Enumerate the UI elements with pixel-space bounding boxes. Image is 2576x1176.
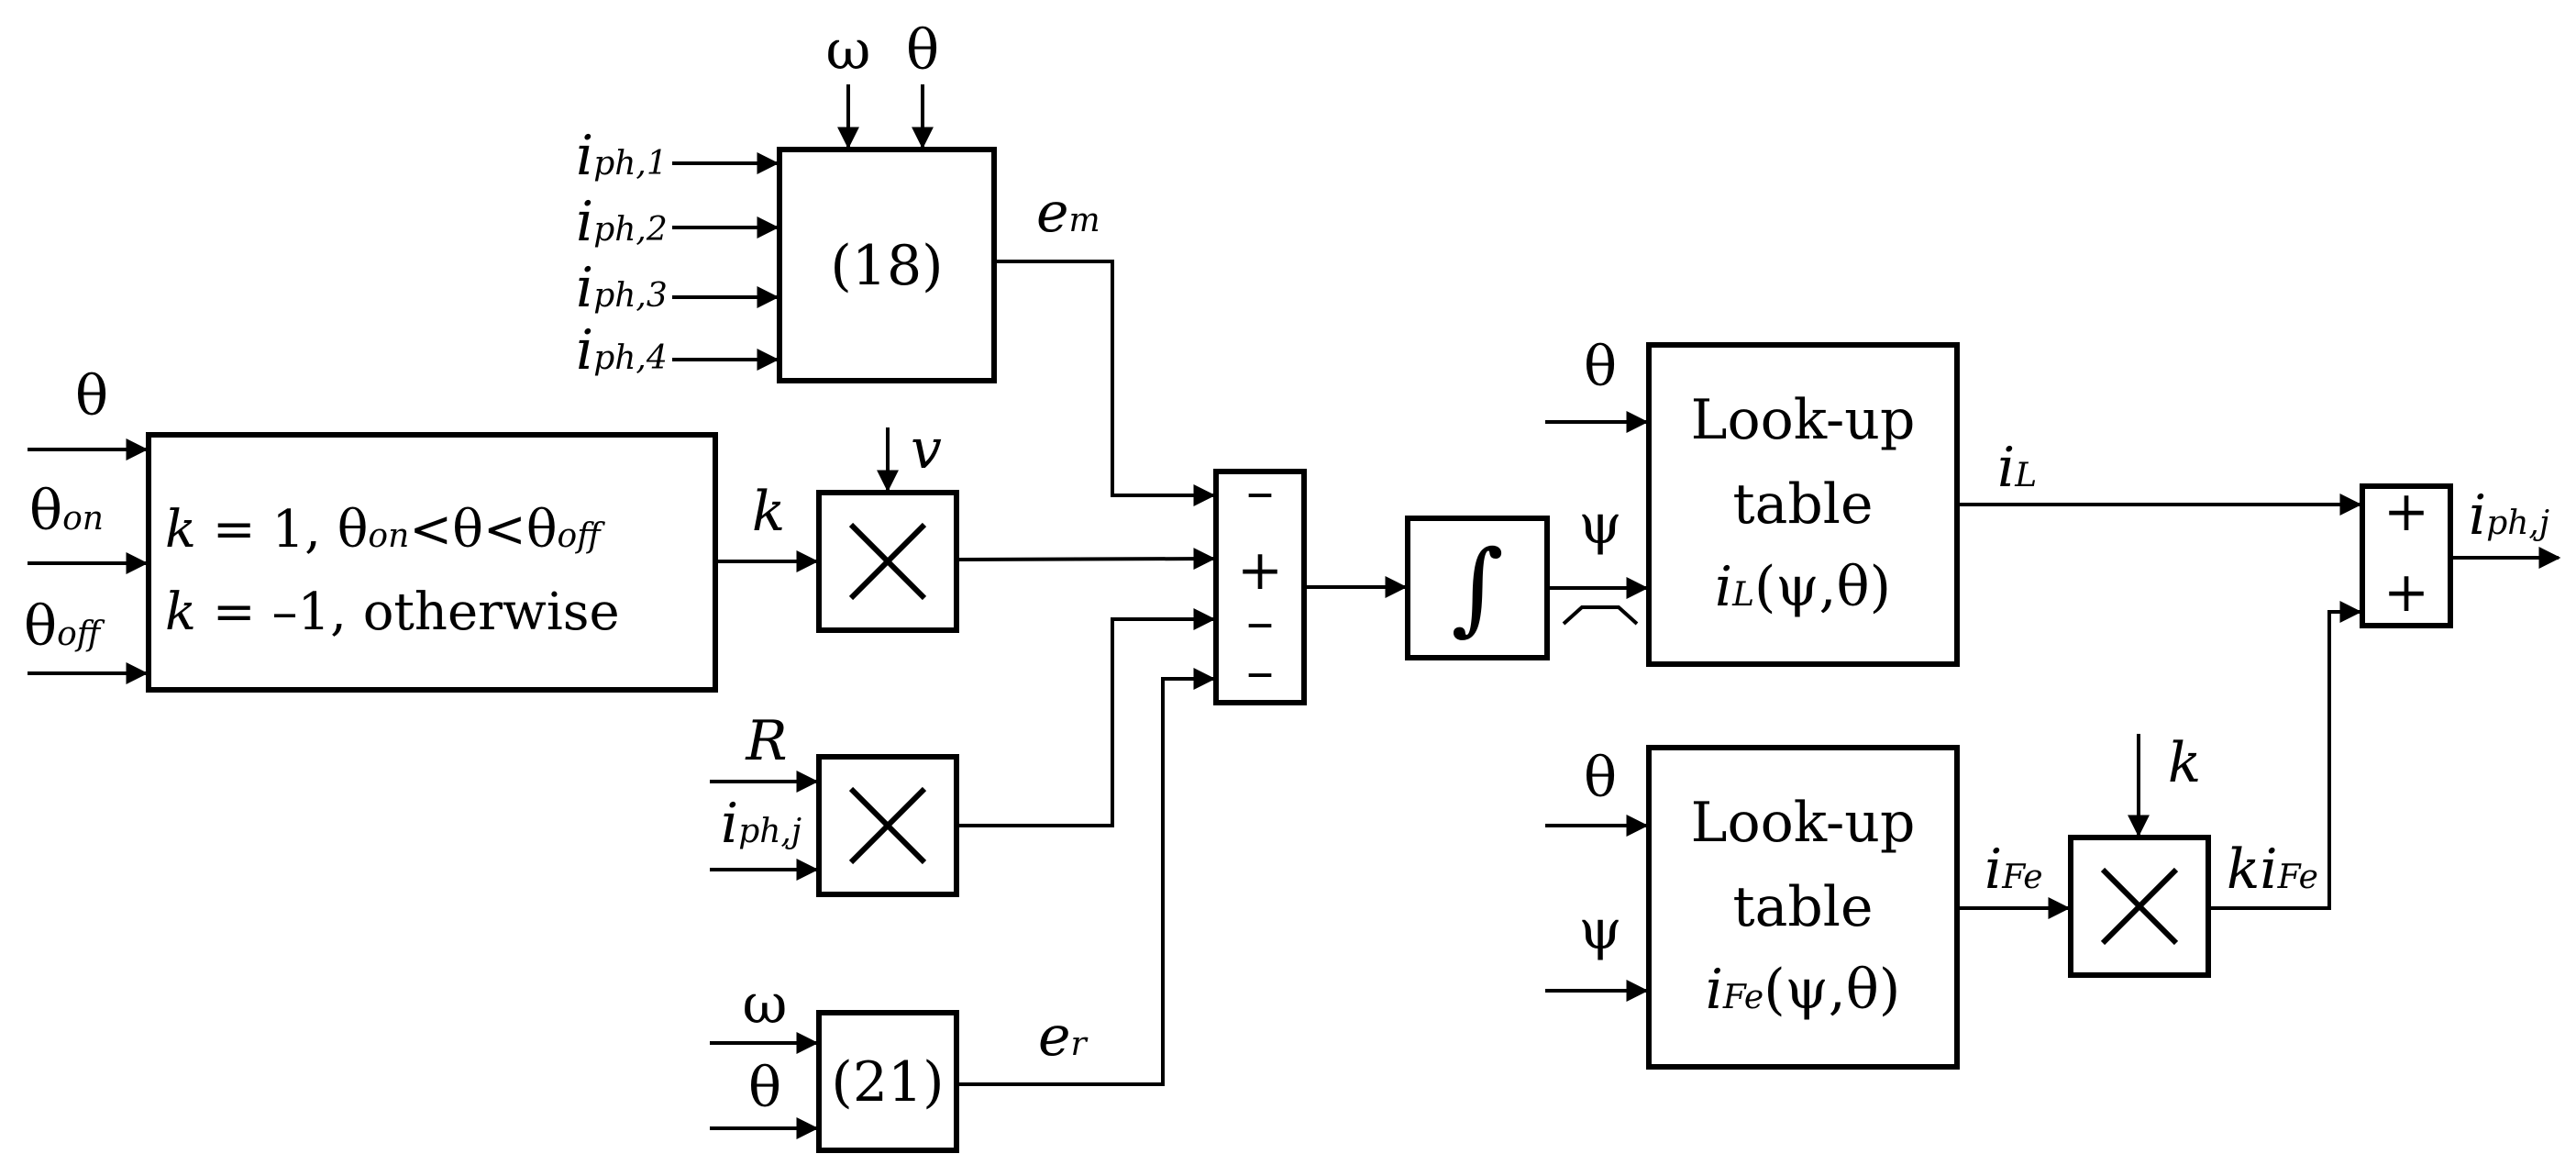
- psi-label: ψ: [1578, 493, 1621, 557]
- theta-off-label: θoff: [24, 594, 105, 659]
- theta-input-label: θ: [906, 18, 939, 83]
- k-output-label: k: [752, 480, 785, 544]
- kv-wire: [956, 548, 1216, 571]
- out-sum-sign-2: +: [2383, 560, 2429, 625]
- theta-on-label: θon: [29, 479, 104, 543]
- er-wire: [956, 668, 1216, 1086]
- block-eq21: (21): [816, 1010, 959, 1153]
- hat-icon: [1562, 605, 1639, 626]
- ife-label: iFe: [1985, 838, 2043, 902]
- k-mult-input-label: k: [2168, 731, 2201, 795]
- output-summing-junction: + +: [2360, 480, 2453, 628]
- omega-input-label: ω: [826, 18, 871, 83]
- lut-il-table: table: [1733, 472, 1874, 537]
- multiplier-r: [816, 754, 959, 897]
- r-input-label: R: [745, 709, 787, 773]
- theta-lut-ife-label: θ: [1584, 746, 1617, 810]
- em-wire: [994, 260, 1216, 506]
- iphj-input-label: iph,j: [721, 792, 802, 856]
- out-sum-sign-1: +: [2383, 480, 2429, 544]
- psi-lut-ife-label: ψ: [1578, 898, 1621, 962]
- iph4-label: iph,4: [576, 318, 668, 383]
- block-eq18: (18): [777, 147, 997, 383]
- iph2-label: iph,2: [576, 190, 668, 254]
- sum-sign-1: –: [1246, 460, 1274, 524]
- theta-eq21-label: θ: [748, 1056, 781, 1120]
- il-label: iL: [1997, 436, 2037, 500]
- lut-ife-block: Look-up table iFe(ψ,θ): [1646, 745, 1960, 1070]
- iph3-label: iph,3: [576, 256, 668, 320]
- integrator-block: ∫: [1405, 516, 1550, 660]
- integral-sign: ∫: [1451, 528, 1503, 646]
- logic-inputs: θ θon θoff: [24, 364, 149, 684]
- v-input-label: v: [911, 417, 942, 482]
- em-label: em: [1036, 181, 1100, 245]
- lut-ife-table: table: [1733, 875, 1874, 939]
- logic-line-1: k = 1, θon<θ<θoff: [165, 500, 605, 560]
- kife-wire: [2208, 601, 2362, 910]
- ri-wire: [956, 608, 1216, 827]
- kife-label: kiFe: [2227, 838, 2318, 902]
- lut-ife-title: Look-up: [1691, 791, 1916, 855]
- phase-current-inputs: iph,1 iph,2 iph,3 iph,4: [576, 124, 779, 383]
- iphj-output-label: iph,j: [2469, 483, 2549, 548]
- sum-sign-2: +: [1237, 538, 1283, 603]
- eq18-top-inputs: ω θ: [826, 18, 939, 150]
- multiplier-k: [2068, 835, 2211, 978]
- multiplier-v: [816, 490, 959, 633]
- logic-line-2: k = –1, otherwise: [165, 582, 620, 642]
- omega-eq21-label: ω: [743, 972, 788, 1037]
- summing-junction: – + – –: [1213, 460, 1307, 705]
- eq21-label: (21): [831, 1050, 944, 1115]
- eq18-label: (18): [830, 234, 943, 298]
- lut-il-function: iL(ψ,θ): [1715, 555, 1891, 619]
- block-k-logic: k = 1, θon<θ<θoff k = –1, otherwise: [146, 432, 718, 693]
- lut-il-title: Look-up: [1691, 388, 1916, 452]
- lut-il-block: Look-up table iL(ψ,θ): [1646, 342, 1960, 667]
- theta-lut-il-label: θ: [1584, 335, 1617, 399]
- er-label: er: [1038, 1004, 1089, 1069]
- lut-ife-function: iFe(ψ,θ): [1706, 958, 1901, 1022]
- sum-sign-4: –: [1246, 639, 1274, 704]
- sum-sign-3: –: [1246, 590, 1274, 654]
- theta-logic-label: θ: [75, 364, 108, 428]
- iph1-label: iph,1: [576, 124, 668, 188]
